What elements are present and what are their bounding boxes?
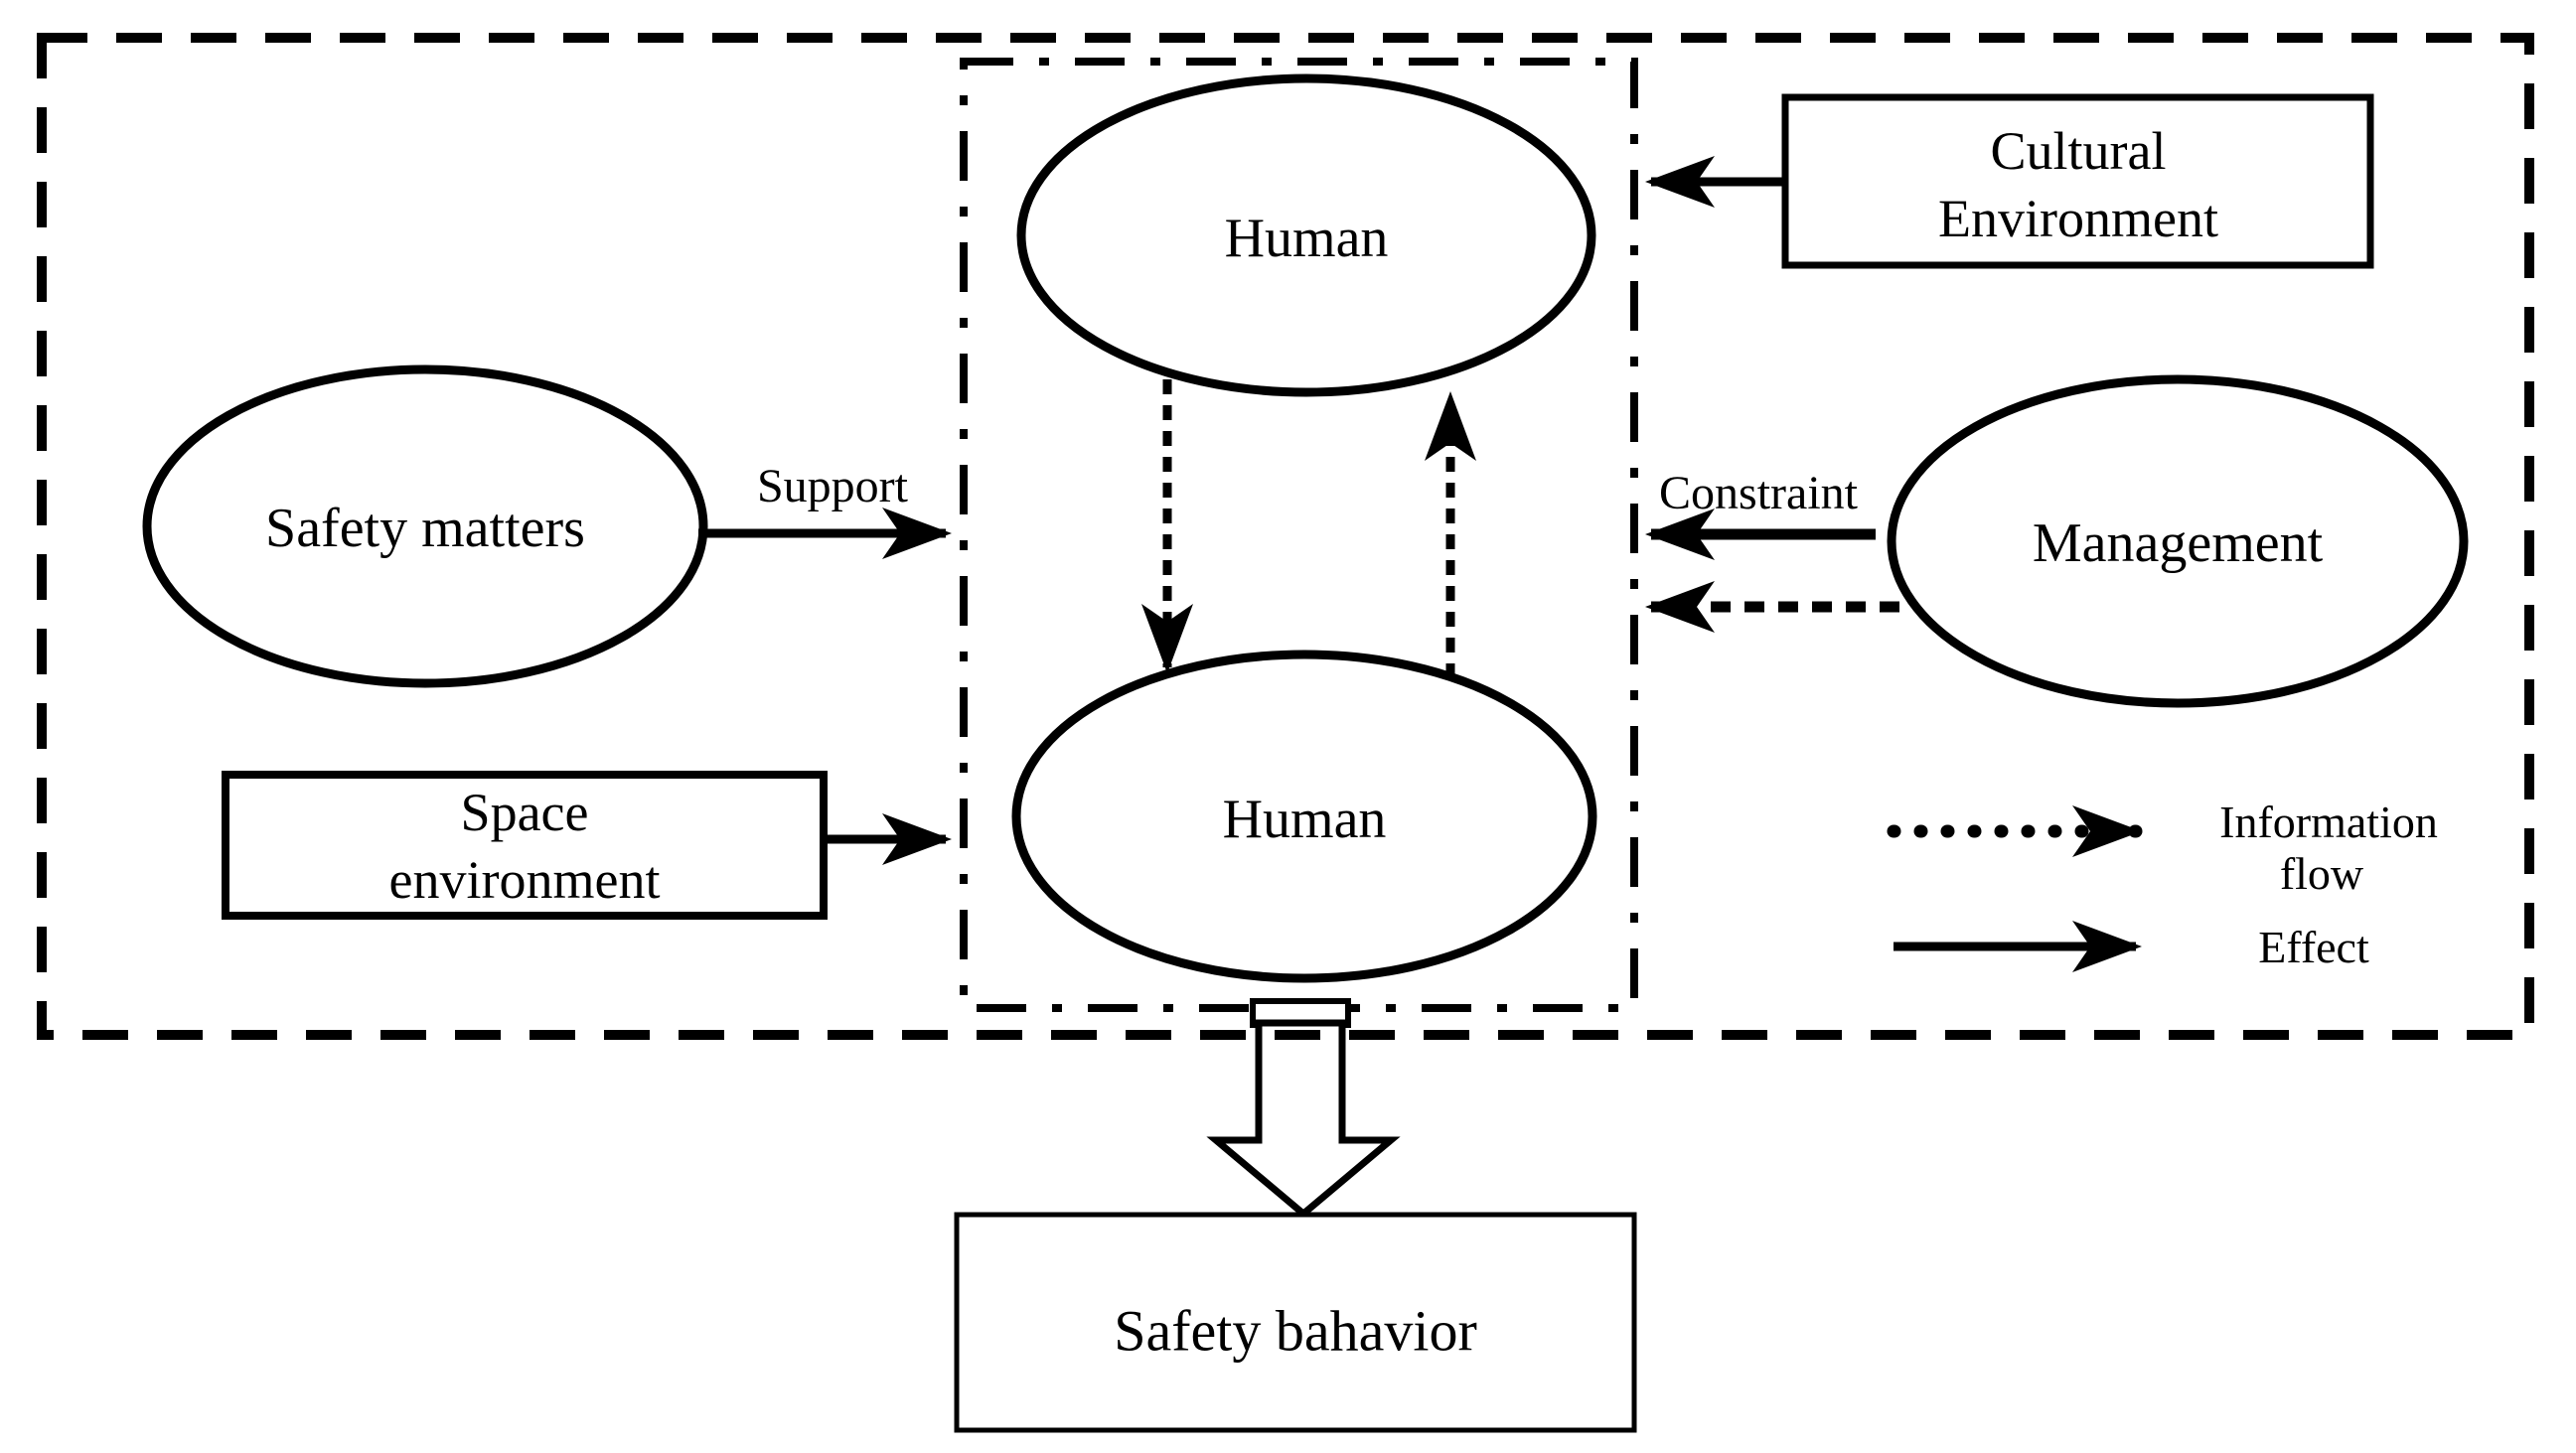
legend-information-flow-label-line2: flow: [2280, 848, 2364, 899]
space-environment-label-line2: environment: [389, 850, 661, 910]
block-arrow-down: [1206, 1019, 1401, 1219]
legend-information-flow-label-line1: Information: [2219, 797, 2438, 847]
human-bottom-label: Human: [1223, 789, 1387, 850]
human-system-boundary: [960, 58, 1638, 1012]
safety-behavior-box: [954, 1212, 1637, 1433]
management-label: Management: [2033, 512, 2324, 574]
safety-matters-ellipse: [142, 364, 708, 688]
cultural-environment-label-line2: Environment: [1938, 189, 2218, 248]
space-environment-box: [222, 771, 828, 920]
safety-behavior-label: Safety bahavior: [1114, 1299, 1477, 1364]
legend-effect-label: Effect: [2258, 922, 2369, 972]
space-environment-label-line1: Space: [461, 783, 589, 842]
safety-matters-label: Safety matters: [265, 498, 585, 559]
support-edge-label: Support: [757, 460, 909, 512]
cultural-environment-box: [1781, 93, 2374, 269]
human-top-label: Human: [1225, 208, 1389, 269]
human-bottom-ellipse: [1011, 650, 1597, 983]
human-top-ellipse: [1016, 73, 1596, 397]
outer-boundary: [37, 33, 2534, 1040]
constraint-edge-label: Constraint: [1659, 467, 1859, 519]
management-ellipse: [1887, 374, 2469, 708]
cultural-environment-label-line1: Cultural: [1991, 121, 2167, 181]
